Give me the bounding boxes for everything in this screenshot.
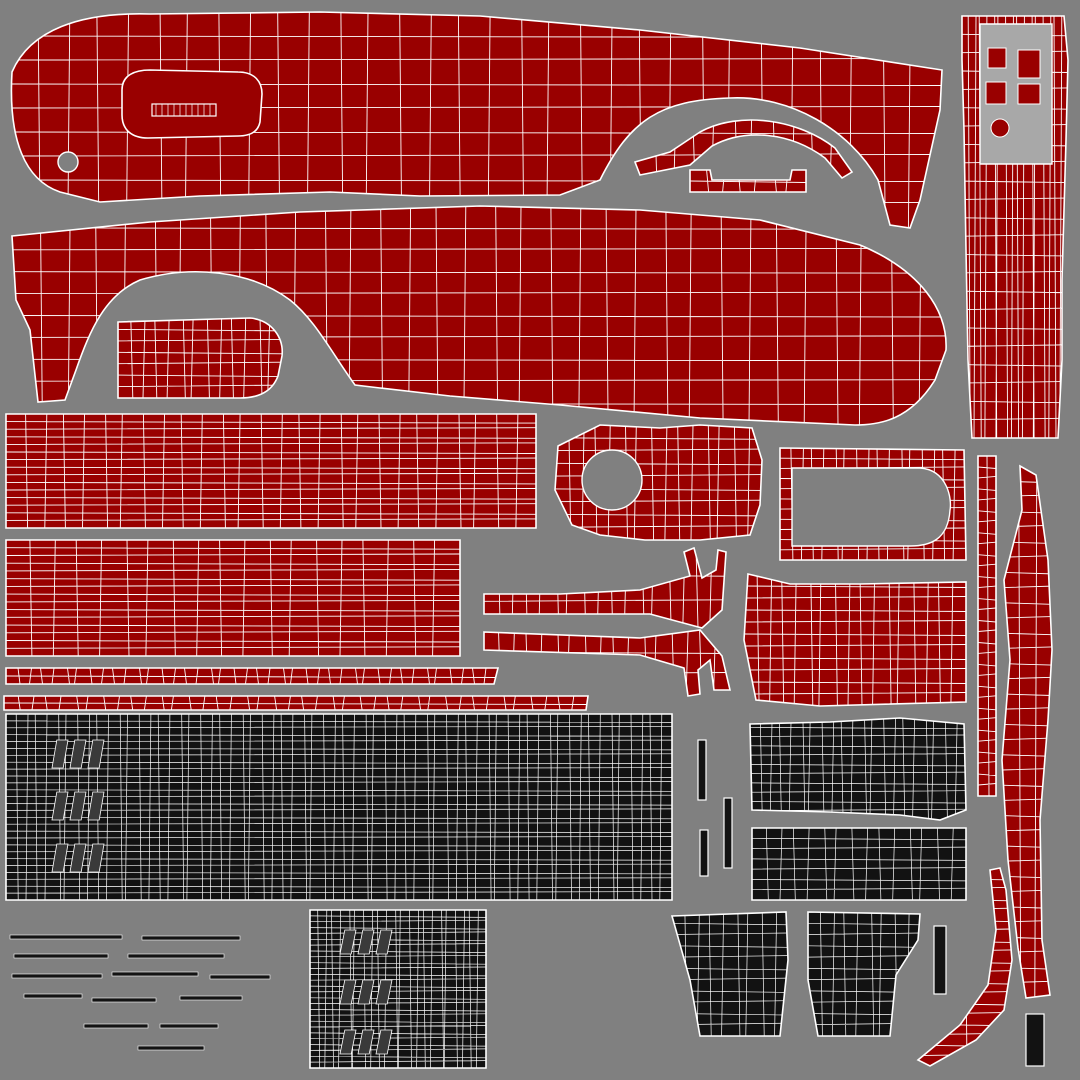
large-dark-grid-panel <box>5 713 673 901</box>
thin-strip-b <box>3 695 589 711</box>
island-details <box>51 47 1041 1055</box>
center-console-tower <box>961 15 1069 439</box>
thin-strip-a <box>5 667 500 685</box>
curved-side-panel <box>743 573 967 707</box>
round-hole-panel <box>554 424 763 541</box>
vertical-thin-strip <box>977 455 997 797</box>
small-dark-grid-panel <box>309 909 487 1069</box>
dark-tapered-panel <box>749 717 967 821</box>
upper-dashboard-panel <box>10 11 943 229</box>
long-panel-strip-a <box>5 413 537 529</box>
dark-rect-panel <box>751 827 967 901</box>
bracket-trim-strip <box>689 169 807 193</box>
frame-panel-with-cutout <box>779 447 967 561</box>
curved-vertical-piece <box>1001 464 1053 999</box>
small-dark-strips <box>9 739 1045 1067</box>
uv-islands <box>3 11 1069 1069</box>
rounded-trim-piece <box>117 317 283 399</box>
dark-trapezoid-right <box>807 911 921 1037</box>
long-panel-strip-b <box>5 539 461 657</box>
